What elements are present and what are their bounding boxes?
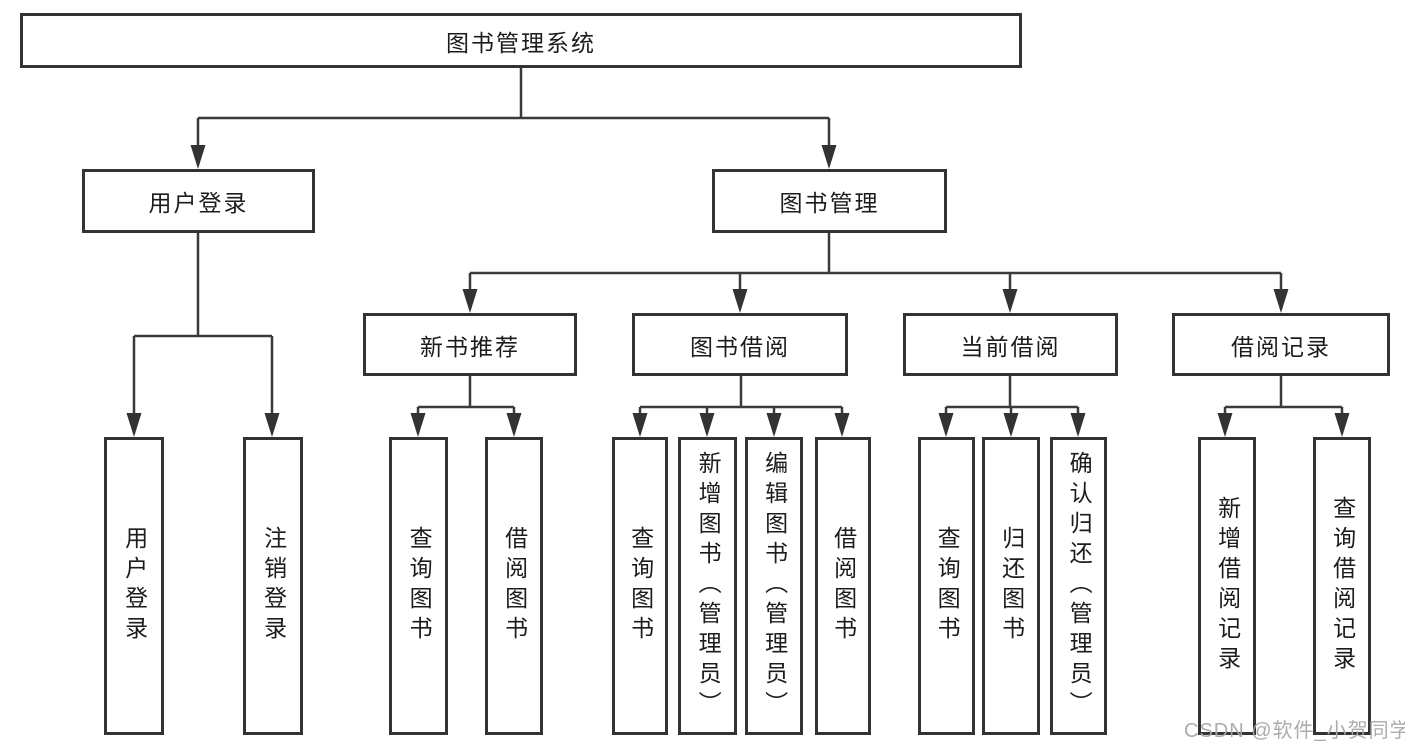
node-user-login: 用户登录	[82, 169, 315, 233]
leaf-borrow-edit-label: 编辑图书（管理员）	[761, 451, 788, 721]
leaf-logout: 注销登录	[243, 437, 303, 735]
node-root-system: 图书管理系统	[20, 13, 1022, 68]
leaf-current-query-label: 查询图书	[934, 526, 961, 646]
arrowhead-icons	[126, 145, 1350, 437]
leaf-current-return: 归还图书	[982, 437, 1040, 735]
leaf-records-add-label: 新增借阅记录	[1214, 496, 1241, 676]
leaf-newbook-borrow-label: 借阅图书	[501, 526, 528, 646]
leaf-user-login-label: 用户登录	[121, 526, 148, 646]
leaf-borrow-add: 新增图书（管理员）	[678, 437, 737, 735]
leaf-logout-label: 注销登录	[260, 526, 287, 646]
leaf-borrow-borrow: 借阅图书	[815, 437, 871, 735]
tree-edges	[132, 68, 1344, 433]
leaf-current-confirm-label: 确认归还（管理员）	[1066, 451, 1093, 721]
node-current-borrow: 当前借阅	[903, 313, 1118, 376]
leaf-newbook-query: 查询图书	[389, 437, 448, 735]
leaf-current-confirm: 确认归还（管理员）	[1050, 437, 1107, 735]
leaf-newbook-query-label: 查询图书	[406, 526, 433, 646]
leaf-current-query: 查询图书	[918, 437, 975, 735]
leaf-borrow-add-label: 新增图书（管理员）	[695, 451, 722, 721]
leaf-borrow-edit: 编辑图书（管理员）	[745, 437, 803, 735]
leaf-borrow-query: 查询图书	[612, 437, 668, 735]
csdn-watermark: CSDN @软件_小贺同学	[1184, 720, 1405, 742]
leaf-borrow-borrow-label: 借阅图书	[830, 526, 857, 646]
node-new-book-recommend: 新书推荐	[363, 313, 577, 376]
leaf-user-login: 用户登录	[104, 437, 164, 735]
leaf-records-add: 新增借阅记录	[1198, 437, 1256, 735]
node-book-borrow: 图书借阅	[632, 313, 848, 376]
node-book-management: 图书管理	[712, 169, 947, 233]
leaf-records-query: 查询借阅记录	[1313, 437, 1371, 735]
leaf-records-query-label: 查询借阅记录	[1329, 496, 1356, 676]
leaf-newbook-borrow: 借阅图书	[485, 437, 543, 735]
leaf-current-return-label: 归还图书	[998, 526, 1025, 646]
leaf-borrow-query-label: 查询图书	[627, 526, 654, 646]
node-borrow-records: 借阅记录	[1172, 313, 1390, 376]
